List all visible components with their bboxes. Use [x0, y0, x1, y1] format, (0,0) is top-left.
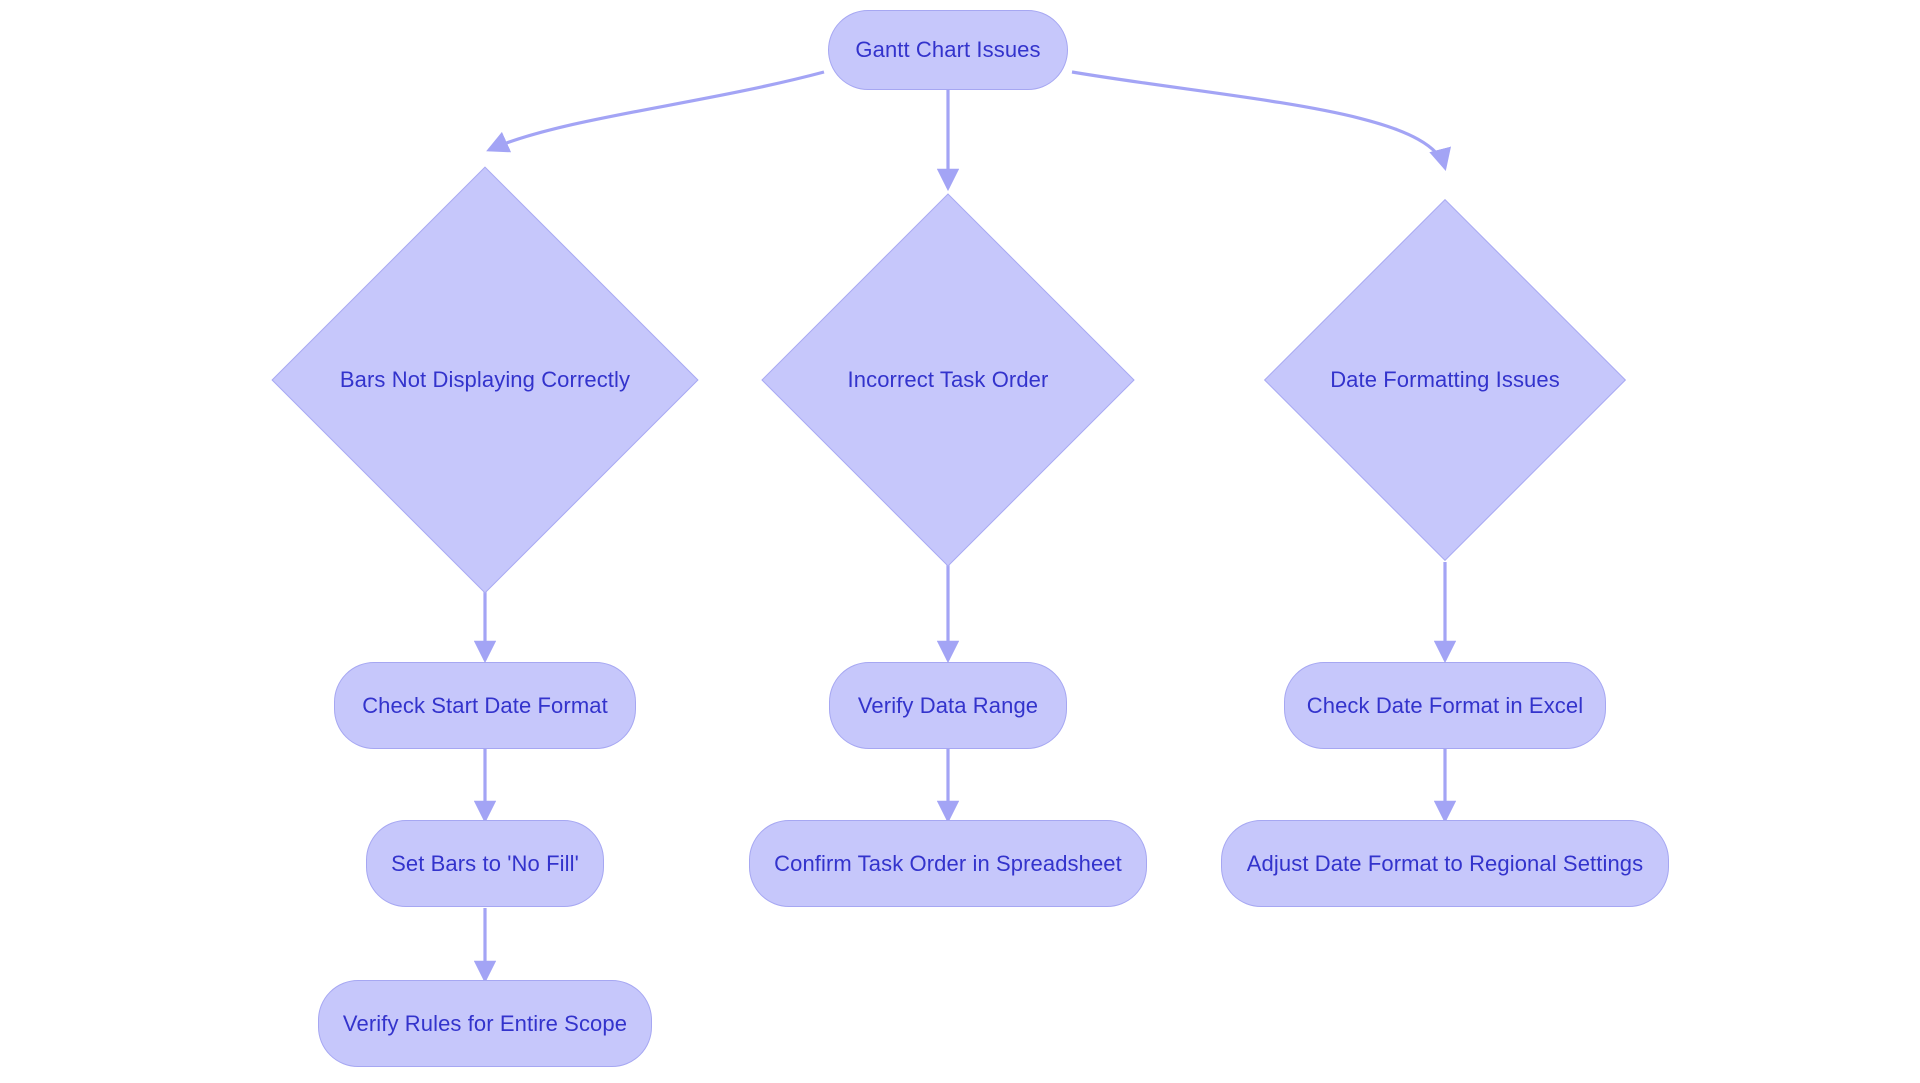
node-label: Gantt Chart Issues: [855, 37, 1041, 63]
node-label: Adjust Date Format to Regional Settings: [1246, 850, 1644, 876]
diamond-shape: [761, 193, 1135, 567]
diamond-shape: [1263, 198, 1627, 562]
node-set-bars-to-no-fill[interactable]: Set Bars to 'No Fill': [366, 820, 604, 907]
node-label: Verify Data Range: [857, 692, 1039, 718]
node-incorrect-task-order[interactable]: Incorrect Task Order: [761, 193, 1135, 567]
edge-root-to-branch1: [486, 70, 825, 153]
node-label: Check Start Date Format: [362, 692, 608, 718]
node-verify-rules-for-entire-scope[interactable]: Verify Rules for Entire Scope: [318, 980, 652, 1067]
node-gantt-chart-issues[interactable]: Gantt Chart Issues: [828, 10, 1068, 90]
node-label: Verify Rules for Entire Scope: [342, 1010, 628, 1036]
node-date-formatting-issues[interactable]: Date Formatting Issues: [1263, 198, 1627, 562]
node-label: Set Bars to 'No Fill': [391, 850, 579, 876]
node-check-start-date-format[interactable]: Check Start Date Format: [334, 662, 636, 749]
node-verify-data-range[interactable]: Verify Data Range: [829, 662, 1067, 749]
diamond-shape: [271, 166, 699, 594]
node-confirm-task-order-in-spreadsheet[interactable]: Confirm Task Order in Spreadsheet: [749, 820, 1147, 907]
node-label: Confirm Task Order in Spreadsheet: [774, 850, 1122, 876]
edge-root-to-branch3: [1071, 70, 1451, 172]
node-bars-not-displaying-correctly[interactable]: Bars Not Displaying Correctly: [271, 166, 699, 594]
node-adjust-date-format-to-regional-settings[interactable]: Adjust Date Format to Regional Settings: [1221, 820, 1669, 907]
node-check-date-format-in-excel[interactable]: Check Date Format in Excel: [1284, 662, 1606, 749]
node-label: Check Date Format in Excel: [1306, 692, 1584, 718]
